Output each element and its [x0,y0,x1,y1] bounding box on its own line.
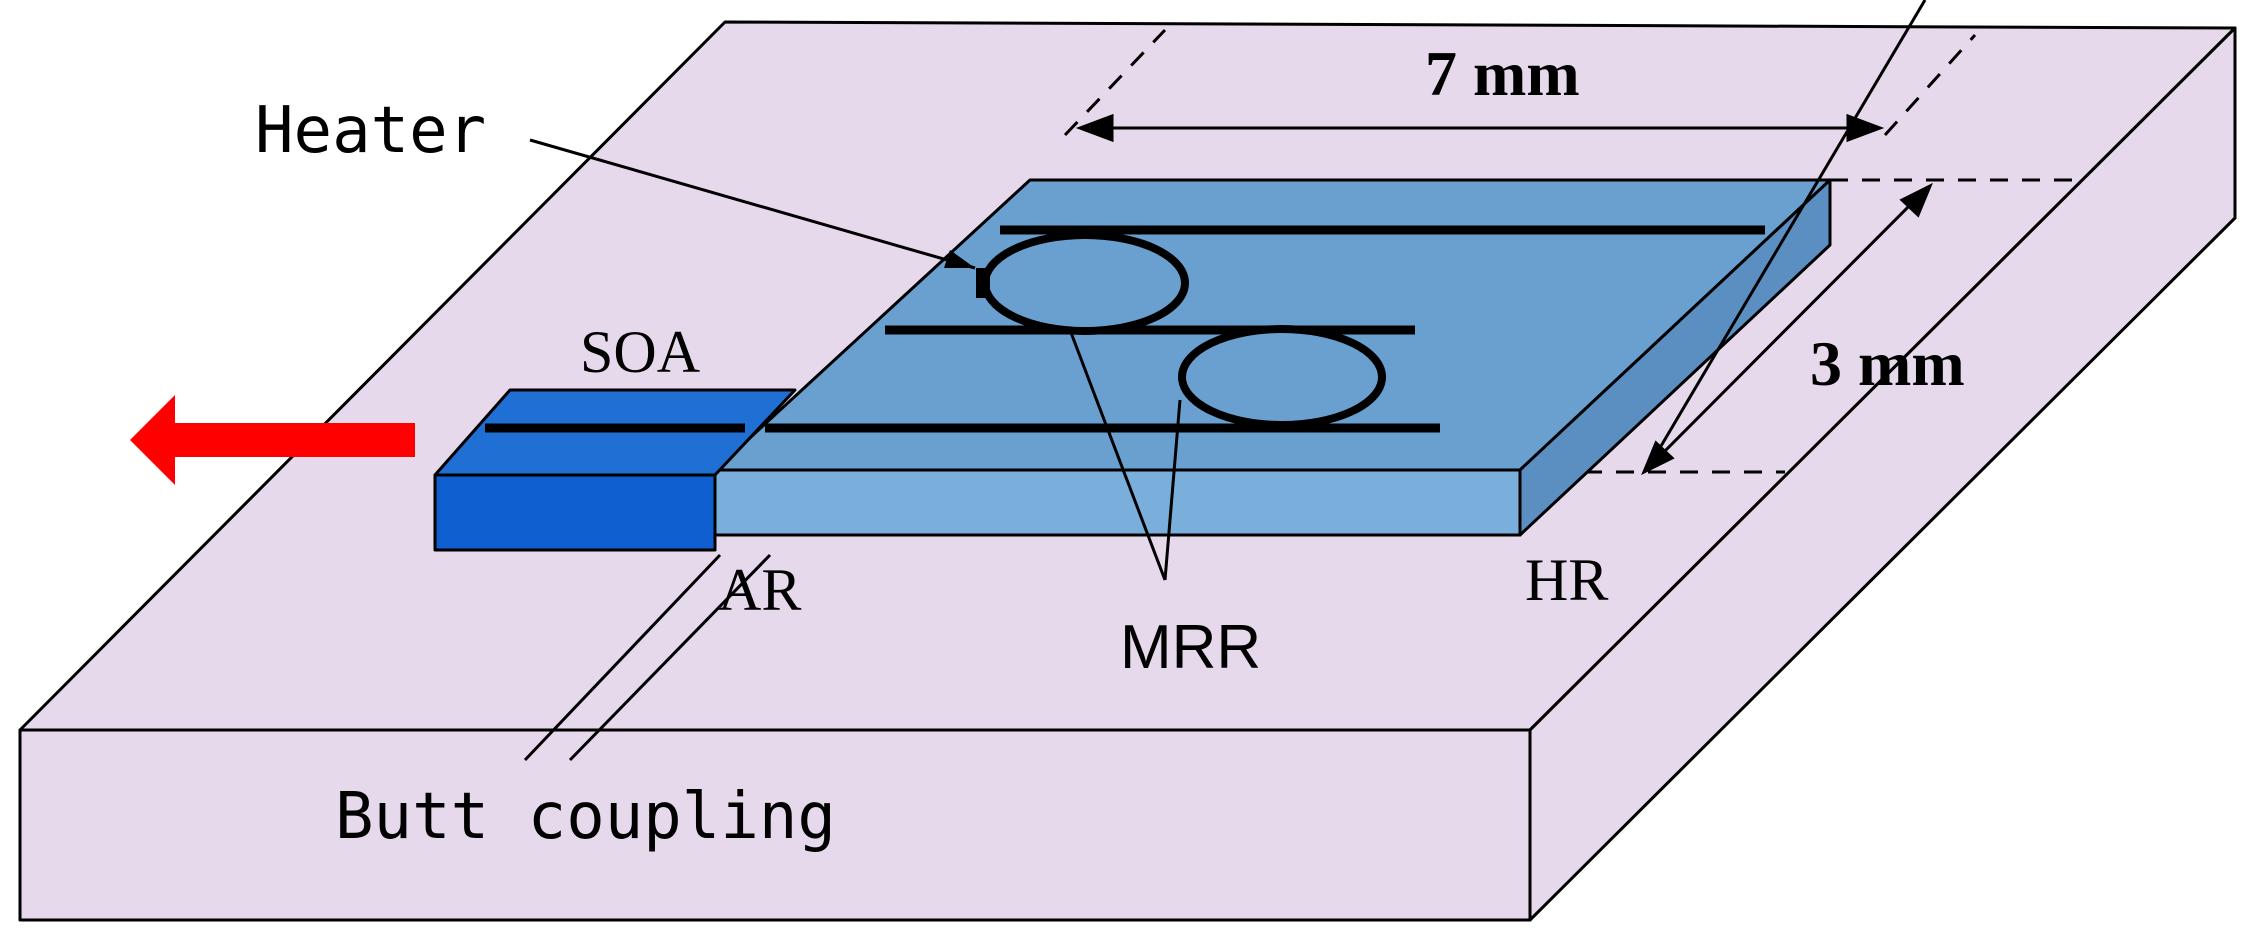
mrr-label: MRR [1120,613,1261,682]
hr-label: HR [1525,547,1608,613]
mrr-ring-2 [1178,325,1386,429]
dimension-arrows [1075,0,1933,476]
soa-label: SOA [580,319,700,385]
micro-rings [981,231,1386,429]
mrr-ring-1 [981,231,1189,335]
heater-pad [976,268,990,298]
width-arrowhead-bottom [1641,440,1675,476]
chip-side-face [1518,178,1832,537]
width-arrowhead-top [1899,182,1933,218]
butt-coupling-line [523,553,722,762]
waveguides [485,225,1765,433]
width-label: 3 mm [1810,328,1965,399]
leader-lines [529,138,1182,581]
chip [713,178,1832,537]
soa-front-face [433,473,717,552]
width-dimension-line-2 [1646,188,1927,470]
output-arrow [130,395,415,485]
substrate-side-face [1528,26,2237,922]
chip-front-face [713,468,1522,537]
butt-coupling-label: Butt coupling [335,780,836,854]
heater-leader-arrowhead [944,250,975,268]
length-label: 7 mm [1425,38,1580,109]
ar-label: AR [718,557,801,623]
heater-leader [529,138,976,270]
mrr-leader-1 [1068,329,1167,581]
length-arrowhead-left [1075,113,1114,143]
width-dimension-line [1646,0,1927,469]
mrr-leader-2 [1163,399,1182,581]
heater-label: Heater [255,94,486,168]
butt-coupling-edge [568,553,772,762]
